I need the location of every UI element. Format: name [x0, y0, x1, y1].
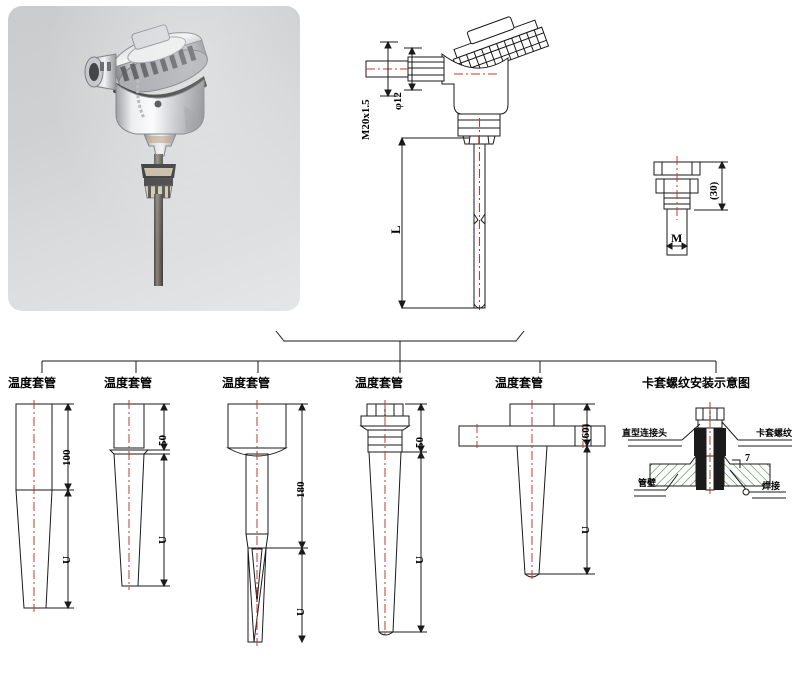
thermowell-1-title: 温度套管	[8, 376, 57, 390]
assembly-diameter-label: φ12	[392, 92, 404, 110]
thermowell-5-bottom-dim: U	[580, 526, 592, 534]
thermowell-3-bottom-dim: U	[295, 608, 307, 616]
assembly-length-label: L	[388, 225, 403, 234]
thermowell-variant-1: 温度套管 100 U	[6, 374, 102, 654]
nipple-height-label: (30)	[708, 181, 720, 200]
thermowell-variant-3: 温度套管 180 U	[206, 374, 334, 664]
thermowell-variant-2: 温度套管 50 U	[100, 374, 200, 654]
thermowell-3-top-dim: 180	[295, 481, 307, 499]
product-photo	[8, 6, 300, 311]
install-label-weld: 焊接	[762, 482, 781, 492]
thermowell-4-top-dim: 50	[414, 437, 426, 448]
thermowell-2-bottom-dim: U	[157, 536, 169, 544]
install-weld-symbol: 7	[745, 453, 750, 464]
thermocouple-illustration	[84, 24, 208, 286]
thermowell-1-top-dim: 100	[61, 449, 73, 467]
thermowell-4-title: 温度套管	[355, 376, 404, 390]
install-diagram-title: 卡套螺纹安装示意图	[642, 376, 751, 390]
thermowell-5-top-dim: (60)	[580, 423, 592, 442]
install-label-straight-connector: 直型连接头	[622, 429, 668, 439]
install-label-pipe-wall: 管壁	[638, 479, 657, 489]
installation-diagram: 卡套螺纹安装示意图	[620, 374, 800, 514]
thermowell-2-top-dim: 50	[157, 435, 169, 446]
assembly-drawing: M20x1.5 φ12 L	[350, 16, 570, 318]
nipple-detail-drawing: (30) M	[638, 150, 768, 270]
nipple-thread-label: M	[671, 231, 683, 245]
thermowell-4-bottom-dim: U	[414, 556, 426, 564]
install-label-ferrule-thread: 卡套螺纹	[756, 429, 793, 439]
thermowell-variant-5: 温度套管 (60) U	[455, 374, 615, 654]
assembly-thread-label: M20x1.5	[360, 99, 372, 140]
thermowell-5-title: 温度套管	[495, 376, 544, 390]
photo-gloss	[8, 6, 300, 311]
thermowell-3-title: 温度套管	[222, 376, 271, 390]
thermowell-variant-4: 温度套管	[345, 374, 455, 664]
thermowell-1-bottom-dim: U	[61, 556, 73, 564]
fanout-bracket	[0, 315, 800, 375]
thermowell-2-title: 温度套管	[104, 376, 153, 390]
